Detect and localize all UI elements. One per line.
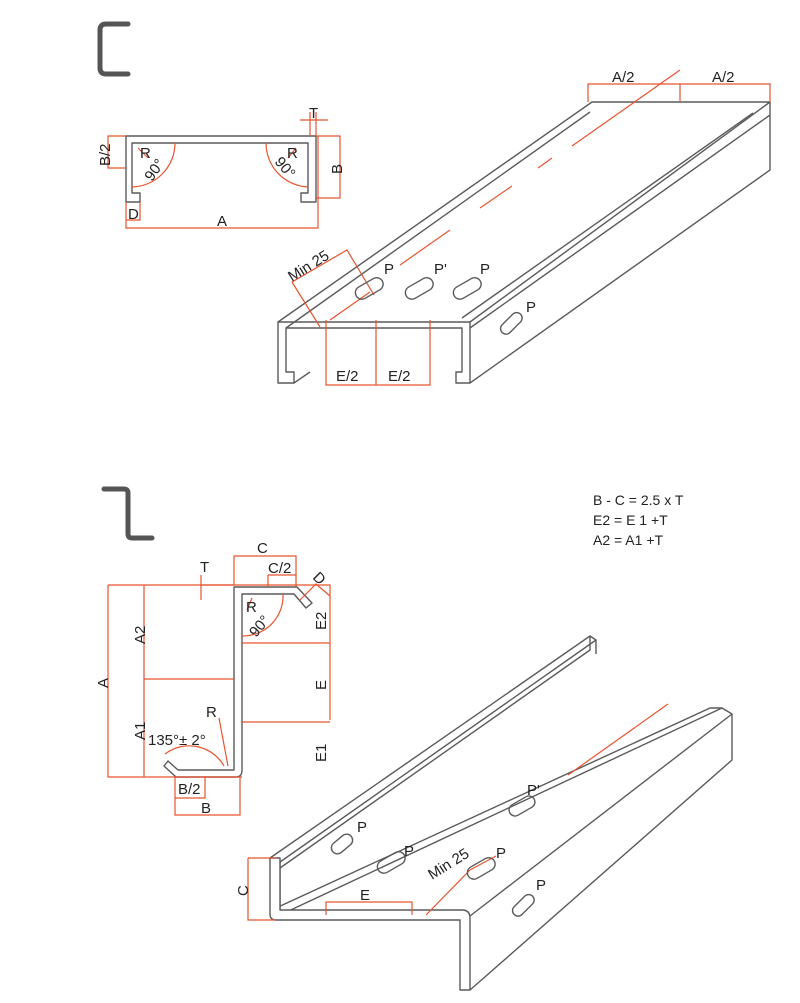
label-e2: E2 — [313, 612, 330, 630]
label-b-half: B/2 — [178, 781, 201, 798]
label-r: R — [246, 599, 257, 616]
label-c-half: C/2 — [268, 560, 291, 577]
label-p-prime: P' — [527, 782, 540, 799]
label-e: E — [313, 680, 330, 690]
c-profile: B/2 R 90° R 90° T B D A — [97, 105, 346, 230]
label-e-half: E/2 — [336, 368, 359, 385]
label-d: D — [309, 569, 329, 589]
label-r: R — [206, 704, 217, 721]
label-p: P — [526, 299, 536, 316]
label-a2: A2 — [132, 626, 149, 644]
z-profile: C T C/2 D R 90° E2 A2 A E A1 R 135°± 2° … — [95, 540, 331, 817]
label-t: T — [200, 559, 209, 576]
label-min-25: Min 25 — [285, 247, 332, 285]
label-d: D — [128, 206, 139, 223]
label-a: A — [217, 213, 227, 230]
label-angle: 135°± 2° — [148, 732, 206, 749]
label-e: E — [360, 887, 370, 904]
label-a: A — [95, 678, 112, 688]
c-3d-view: A/2 A/2 Min 25 P P' P P E/2 E/2 — [277, 69, 771, 386]
label-p: P — [384, 261, 394, 278]
z-3d-view: P' P P P P Min 25 E C — [235, 635, 733, 991]
label-p-prime: P' — [434, 261, 447, 278]
label-a1: A1 — [132, 722, 149, 740]
formula: B - C = 2.5 x T — [593, 492, 684, 508]
label-p: P — [404, 843, 414, 860]
label-p: P — [480, 261, 490, 278]
label-e-half: E/2 — [388, 368, 411, 385]
label-e1: E1 — [313, 744, 330, 762]
c-channel-icon — [97, 21, 131, 77]
label-b: B — [329, 164, 346, 174]
label-b-half: B/2 — [97, 143, 114, 166]
label-a-half: A/2 — [612, 69, 635, 86]
z-channel-icon — [101, 486, 155, 541]
label-c: C — [257, 540, 268, 557]
formula: E2 = E 1 +T — [593, 512, 668, 528]
label-r: R — [140, 145, 151, 162]
label-r: R — [287, 145, 298, 162]
label-p: P — [536, 877, 546, 894]
formulas: B - C = 2.5 x T E2 = E 1 +T A2 = A1 +T — [593, 492, 684, 548]
label-b: B — [201, 800, 211, 817]
formula: A2 = A1 +T — [593, 532, 663, 548]
label-p: P — [357, 819, 367, 836]
label-angle: 90° — [246, 612, 274, 640]
label-a-half: A/2 — [712, 69, 735, 86]
label-min-25: Min 25 — [425, 845, 472, 883]
label-c: C — [235, 885, 252, 896]
label-t: T — [309, 105, 318, 122]
label-p: P — [496, 845, 506, 862]
